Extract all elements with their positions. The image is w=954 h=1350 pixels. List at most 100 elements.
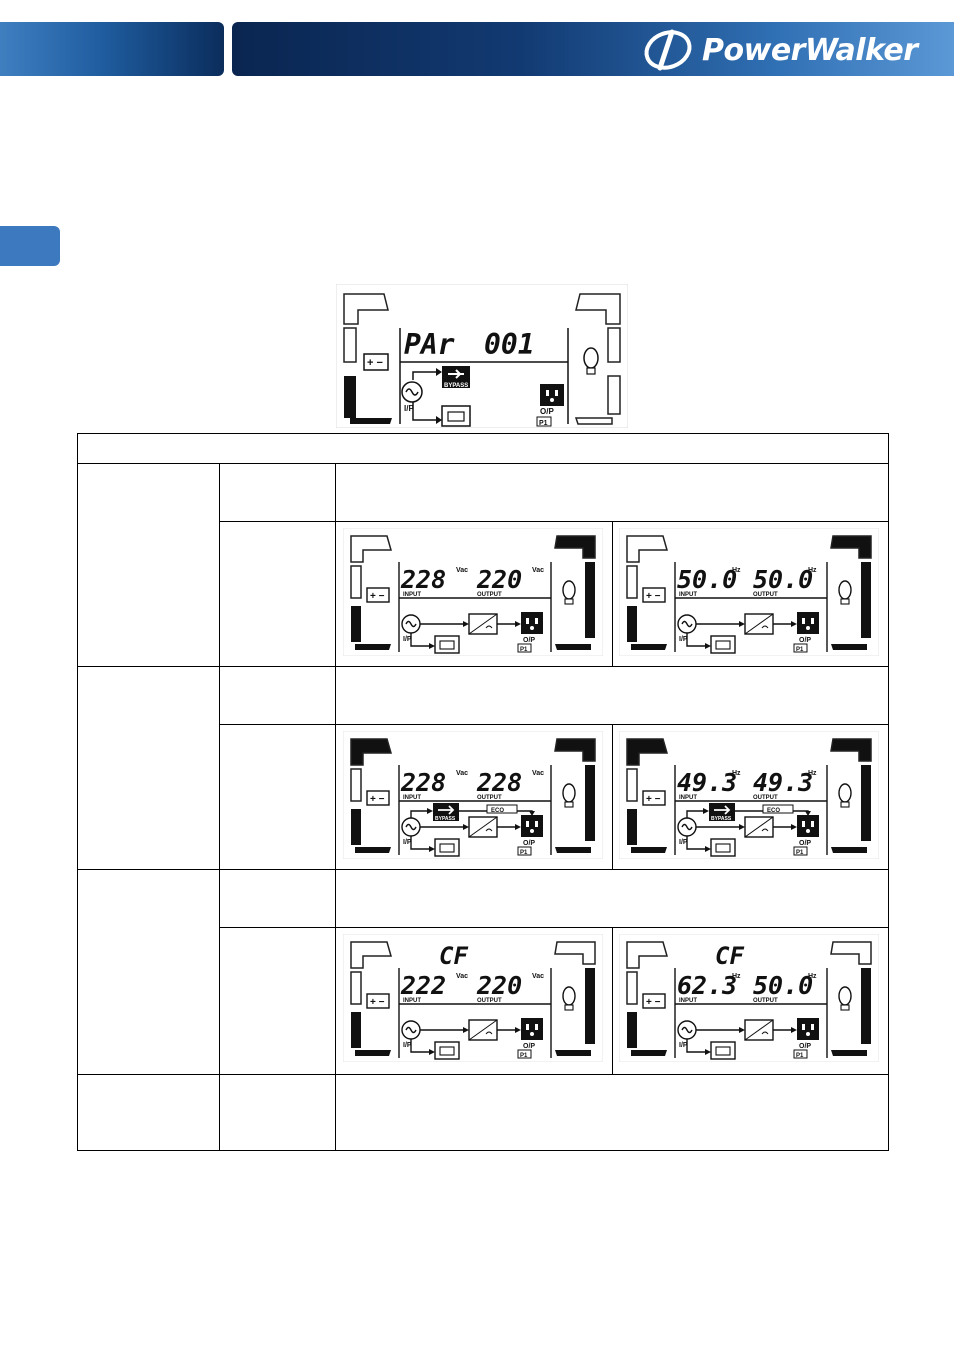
battery-box-icon <box>441 405 471 427</box>
ip-label: I/P <box>404 404 414 413</box>
input-label: INPUT <box>403 795 421 801</box>
inverter-icon <box>468 613 498 635</box>
output-socket-icon <box>521 815 543 837</box>
svg-text:+ −: + − <box>646 591 661 602</box>
input-label: INPUT <box>679 592 697 598</box>
battery-box-icon <box>710 635 736 654</box>
battery-icon: + − <box>642 587 666 603</box>
ip-label: I/P <box>403 1042 412 1049</box>
output-socket-icon <box>521 612 543 634</box>
header-band-left <box>0 22 224 76</box>
output-unit: Vac <box>532 567 544 574</box>
input-value: 228 <box>400 768 446 797</box>
input-value: 49.3 <box>677 768 737 797</box>
output-value: 228 <box>476 768 522 797</box>
op-label: O/P <box>799 1043 811 1050</box>
output-socket-icon <box>540 384 564 406</box>
inverter-icon <box>744 816 774 838</box>
p1-label: P1 <box>520 1053 528 1059</box>
input-unit: Hz <box>732 973 741 980</box>
lcd-parallel-id: + − PAr 001 I/P BYPASS <box>336 284 628 428</box>
op-label: O/P <box>799 840 811 847</box>
brand-logo: PowerWalker <box>642 28 918 72</box>
output-value: 50.0 <box>753 565 813 594</box>
load-bulb-icon <box>838 783 852 808</box>
op-label: O/P <box>523 1043 535 1050</box>
battery-box-icon <box>434 635 460 654</box>
input-label: INPUT <box>679 795 697 801</box>
mode-table <box>77 433 889 1151</box>
battery-icon: + − <box>366 790 390 806</box>
input-value: 222 <box>400 971 446 1000</box>
op-label: O/P <box>523 840 535 847</box>
bypass-icon: BYPASS <box>442 366 470 389</box>
input-value: 50.0 <box>677 565 737 594</box>
mode-text: CF <box>715 942 744 970</box>
svg-text:+ −: + − <box>370 794 385 805</box>
brand-name: PowerWalker <box>702 32 918 68</box>
svg-text:+ −: + − <box>646 794 661 805</box>
lcd-text-right: 001 <box>484 328 535 361</box>
load-bulb-icon <box>583 347 599 375</box>
svg-text:+ −: + − <box>646 997 661 1008</box>
ac-source-icon <box>677 1020 697 1040</box>
op-label: O/P <box>799 637 811 644</box>
input-value: 228 <box>400 565 446 594</box>
output-label: OUTPUT <box>477 592 502 598</box>
battery-box-icon <box>434 1041 460 1060</box>
output-socket-icon <box>797 612 819 634</box>
load-bulb-icon <box>838 580 852 605</box>
inverter-icon <box>468 816 498 838</box>
output-unit: Vac <box>532 973 544 980</box>
output-label: OUTPUT <box>753 592 778 598</box>
input-unit: Vac <box>456 973 468 980</box>
output-unit: Vac <box>532 770 544 777</box>
ip-label: I/P <box>679 839 688 846</box>
eco-label: ECO <box>491 808 504 814</box>
battery-icon: + − <box>366 587 390 603</box>
load-bulb-icon <box>562 580 576 605</box>
ip-label: I/P <box>403 636 412 643</box>
battery-box-icon <box>710 838 736 857</box>
battery-icon: + − <box>642 993 666 1009</box>
lcd-row3-frequency: + − CF 62.3 Hz 50.0 Hz INPUT OUTPUT I/P <box>619 934 879 1062</box>
header-band-right <box>232 22 954 76</box>
output-socket-icon <box>797 1018 819 1040</box>
battery-icon: + − <box>642 790 666 806</box>
mode-text: CF <box>439 942 468 970</box>
output-unit: Hz <box>808 770 817 777</box>
p1-label: P1 <box>796 647 804 653</box>
powerwalker-swoosh-icon <box>644 29 692 71</box>
p1-label: P1 <box>520 647 528 653</box>
inverter-icon <box>744 613 774 635</box>
ac-source-icon <box>401 614 421 634</box>
ip-label: I/P <box>679 636 688 643</box>
lcd-text-left: PAr <box>404 328 455 361</box>
output-label: OUTPUT <box>753 795 778 801</box>
output-value: 220 <box>476 565 522 594</box>
ac-source-icon <box>401 1020 421 1040</box>
p1-label: P1 <box>796 850 804 856</box>
output-label: OUTPUT <box>477 998 502 1004</box>
lcd-row2-voltage: + − 228 Vac 228 Vac INPUT OUTPUT I/P <box>343 731 603 859</box>
ac-source-icon <box>401 381 423 403</box>
ac-source-icon <box>677 817 697 837</box>
ac-source-icon <box>677 614 697 634</box>
input-label: INPUT <box>403 998 421 1004</box>
input-unit: Hz <box>732 567 741 574</box>
lcd-row1-frequency: + − 50.0 Hz 50.0 Hz INPUT OUTPUT I/P <box>619 528 879 656</box>
load-bulb-icon <box>838 986 852 1011</box>
output-value: 49.3 <box>753 768 813 797</box>
battery-icon: + − <box>366 993 390 1009</box>
output-label: OUTPUT <box>477 795 502 801</box>
battery-icon: + − <box>363 353 389 371</box>
input-unit: Hz <box>732 770 741 777</box>
output-socket-icon <box>521 1018 543 1040</box>
ac-source-icon <box>401 817 421 837</box>
lcd-row3-voltage: + − CF 222 Vac 220 Vac INPUT OUTPUT I/P <box>343 934 603 1062</box>
lcd-row2-frequency: + − 49.3 Hz 49.3 Hz INPUT OUTPUT I/P <box>619 731 879 859</box>
ip-label: I/P <box>403 839 412 846</box>
inverter-icon <box>744 1019 774 1041</box>
bypass-label: BYPASS <box>435 816 456 822</box>
bypass-icon: BYPASS <box>433 803 459 822</box>
